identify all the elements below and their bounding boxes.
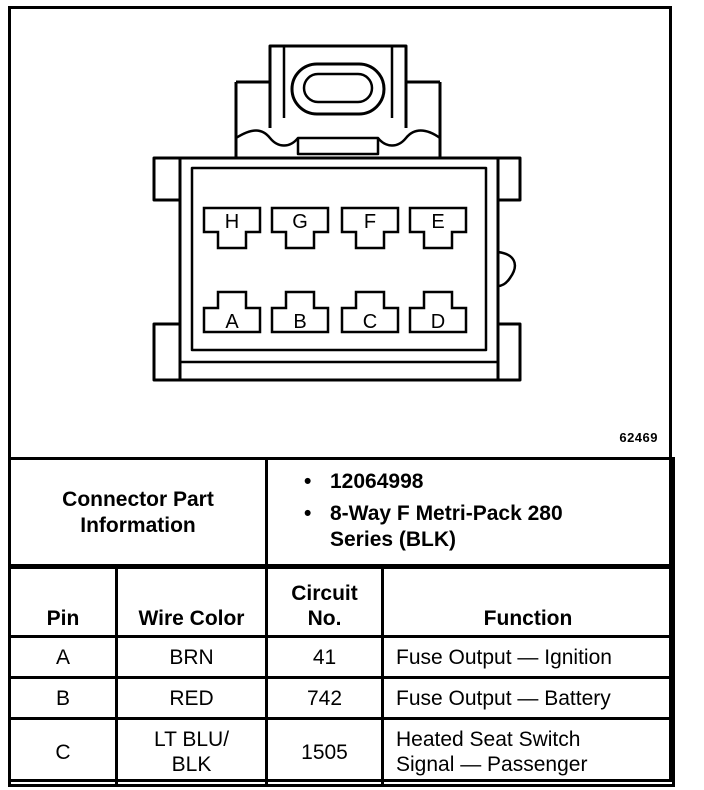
circuit-cell: 1505 — [265, 717, 384, 787]
wire-color-cell: BRN — [115, 635, 268, 679]
function-cell: Fuse Output — Battery — [381, 676, 675, 720]
connector-type-line2: Series (BLK) — [330, 528, 457, 551]
pin-cavities-top-row — [202, 206, 468, 250]
wire-color-cell: LT BLU/ BLK — [115, 717, 268, 787]
table-row: B RED 742 Fuse Output — Battery — [8, 676, 675, 720]
latch-inner-lines — [282, 46, 394, 118]
connector-body — [178, 156, 500, 382]
connector-type-line1: 8-Way F Metri-Pack 280 — [330, 502, 563, 525]
polarization-key — [497, 250, 517, 288]
pin-label-a: A — [225, 311, 239, 333]
wire-color-line2: BLK — [171, 753, 212, 776]
latch-loop-inner — [302, 72, 374, 104]
connector-part-label: Connector Part Information — [8, 457, 268, 569]
left-tab-top — [152, 156, 182, 202]
pin-label-d: D — [431, 311, 445, 333]
connector-diagram: H G F E A B C D 62469 — [8, 6, 672, 458]
table-row: A BRN 41 Fuse Output — Ignition — [8, 635, 675, 679]
header-wire-color: Wire Color — [115, 564, 268, 638]
header-circuit-line1: Circuit — [291, 582, 358, 605]
function-cell: Fuse Output — Ignition — [381, 635, 675, 679]
header-pin: Pin — [8, 564, 118, 638]
pin-label-c: C — [363, 311, 377, 333]
header-circuit: Circuit No. — [265, 564, 384, 638]
connector-drawing: H G F E A B C D — [152, 44, 522, 382]
pin-label-e: E — [431, 211, 444, 233]
wire-color-line1: LT BLU/ — [153, 728, 230, 751]
pin-cell: B — [8, 676, 118, 720]
pin-cell: C — [8, 717, 118, 787]
latch-loop-outer — [290, 62, 386, 116]
pin-label-b: B — [293, 311, 306, 333]
function-line1: Heated Seat Switch — [396, 728, 581, 751]
pin-label-g: G — [292, 211, 308, 233]
connector-part-label-line1: Connector Part — [62, 488, 214, 511]
connector-type-item: • 8-Way F Metri-Pack 280 Series (BLK) — [304, 501, 672, 553]
figure-number: 62469 — [619, 430, 658, 445]
latch-housing — [234, 80, 442, 158]
pin-label-f: F — [364, 211, 376, 233]
latch-wave — [235, 129, 441, 147]
pin-label-h: H — [225, 211, 239, 233]
table-row: C LT BLU/ BLK 1505 Heated Seat Switch Si… — [8, 717, 675, 787]
part-number-item: • 12064998 — [304, 469, 672, 495]
connector-part-details: • 12064998 • 8-Way F Metri-Pack 280 Seri… — [265, 457, 675, 569]
left-tab-bottom — [152, 322, 182, 382]
connector-face — [190, 166, 488, 352]
connector-part-label-line2: Information — [80, 514, 196, 537]
pin-cell: A — [8, 635, 118, 679]
function-cell: Heated Seat Switch Signal — Passenger — [381, 717, 675, 787]
right-tab-bottom — [496, 322, 522, 382]
pin-table-header: Pin Wire Color Circuit No. Function — [8, 564, 675, 638]
wire-color-cell: RED — [115, 676, 268, 720]
latch-outline — [268, 44, 408, 128]
pin-cavities-bottom-row — [202, 290, 468, 334]
connector-info-table: Connector Part Information • 12064998 • … — [8, 457, 675, 569]
right-tab-top — [496, 156, 522, 202]
bullet-icon: • — [304, 470, 312, 493]
circuit-cell: 742 — [265, 676, 384, 720]
function-line2: Signal — Passenger — [396, 753, 588, 776]
pin-table: Pin Wire Color Circuit No. Function A BR… — [8, 564, 675, 787]
circuit-cell: 41 — [265, 635, 384, 679]
header-function: Function — [381, 564, 675, 638]
header-circuit-line2: No. — [307, 607, 342, 630]
part-number: 12064998 — [330, 470, 424, 493]
bullet-icon: • — [304, 502, 312, 525]
